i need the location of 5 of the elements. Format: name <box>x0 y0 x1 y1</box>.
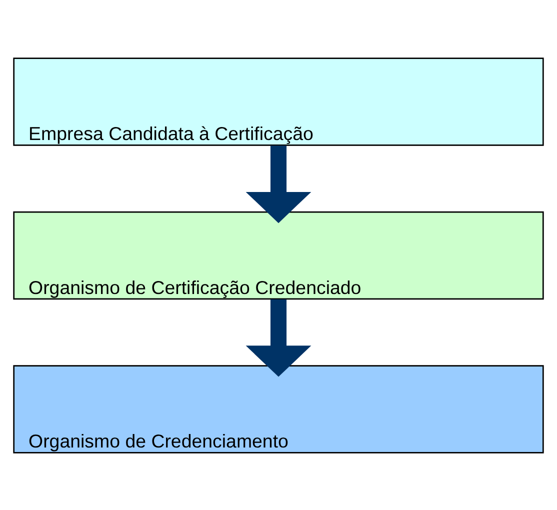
arrow <box>246 298 312 376</box>
node-box: Empresa Candidata à Certificação <box>13 57 544 146</box>
node-box: Organismo de Credenciamento <box>13 364 544 453</box>
arrow <box>246 145 312 223</box>
node-box: Organismo de Certificação Credenciado <box>13 210 544 300</box>
